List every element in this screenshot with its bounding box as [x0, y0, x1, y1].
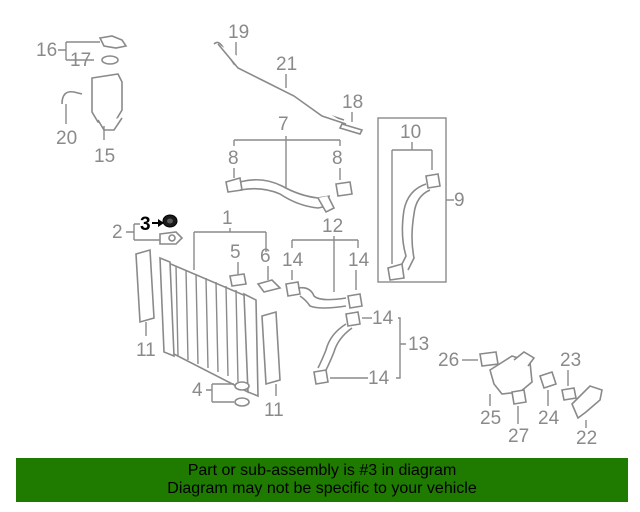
leader-10 — [391, 142, 433, 264]
leader-12 — [291, 236, 359, 292]
radiator-fins — [175, 265, 239, 383]
part-3-hole — [167, 218, 173, 224]
hose-12-part — [297, 286, 347, 301]
thermostat-24 — [538, 370, 558, 390]
hose-13-part — [317, 323, 347, 369]
hose-7-part — [239, 178, 331, 199]
callout-14d: 14 — [368, 368, 390, 389]
reservoir-tank-part — [91, 73, 123, 123]
callout-25: 25 — [480, 408, 501, 429]
radiator-tank-right — [243, 292, 259, 398]
leader-3-arrow — [158, 219, 164, 227]
callout-8a: 8 — [228, 148, 239, 169]
part-6 — [256, 279, 282, 293]
hose-7-edge — [239, 187, 329, 209]
callout-14c: 14 — [372, 308, 394, 329]
footer-banner: Part or sub-assembly is #3 in diagram Di… — [16, 458, 628, 502]
bracket-2-hole — [168, 234, 176, 242]
leader-16 — [58, 41, 100, 61]
gasket-26 — [479, 351, 499, 367]
callout-22: 22 — [576, 428, 597, 449]
callout-14a: 14 — [282, 250, 304, 271]
leader-2 — [126, 223, 160, 241]
shroud-11-left — [135, 248, 155, 324]
hose-7-end — [317, 195, 336, 214]
hose-10-edge — [407, 189, 431, 271]
callout-21: 21 — [276, 54, 297, 75]
callout-7: 7 — [278, 114, 289, 135]
reservoir-bracket-part — [97, 117, 123, 131]
callout-23: 23 — [560, 350, 581, 371]
outlet-22 — [571, 385, 603, 420]
housing-25 — [489, 355, 533, 395]
clamp-8b-part — [335, 181, 353, 197]
clamp-10-bottom — [387, 262, 405, 281]
callout-19: 19 — [228, 22, 249, 43]
leader-13 — [396, 317, 406, 379]
callout-12: 12 — [322, 216, 343, 237]
bushing-4b — [234, 397, 250, 407]
callout-4: 4 — [192, 380, 203, 401]
radiator-tank-left — [159, 256, 175, 358]
gasket-23 — [561, 387, 577, 401]
clamp-8a-part — [225, 176, 243, 193]
footer-line-1: Part or sub-assembly is #3 in diagram — [187, 462, 457, 479]
callout-11b: 11 — [264, 400, 284, 421]
callout-8b: 8 — [332, 148, 343, 169]
callout-24: 24 — [538, 408, 560, 429]
bushing-4a — [234, 381, 250, 391]
callout-16: 16 — [36, 40, 57, 61]
callout-2: 2 — [112, 222, 123, 243]
clamp-14a — [285, 281, 301, 297]
callout-14b: 14 — [348, 250, 370, 271]
part-5 — [229, 273, 247, 287]
clamp-14d — [313, 369, 329, 385]
footer-line-2: Diagram may not be specific to your vehi… — [167, 480, 477, 497]
clamp-14b — [347, 293, 363, 309]
leader-7 — [233, 136, 341, 188]
callout-6: 6 — [260, 246, 271, 267]
callout-11a: 11 — [136, 340, 156, 361]
callout-18: 18 — [342, 92, 363, 113]
cap-seal-part — [101, 55, 119, 65]
callout-27: 27 — [508, 426, 529, 447]
callout-13: 13 — [408, 334, 429, 355]
clamp-10-top — [425, 173, 441, 189]
callout-26: 26 — [438, 350, 459, 371]
parts-diagram: 16 17 20 15 19 21 18 7 8 8 10 9 2 3 1 — [36, 22, 603, 449]
callout-10: 10 — [400, 122, 421, 143]
hose-13-edge — [325, 327, 353, 371]
callout-9: 9 — [454, 190, 465, 211]
reservoir-cap-part — [98, 35, 128, 49]
clamp-14c — [345, 311, 361, 327]
shroud-11-right — [261, 310, 281, 386]
hose-21-edge — [217, 43, 347, 125]
reservoir-hose-part — [61, 90, 83, 105]
callout-3: 3 — [140, 214, 151, 235]
callout-20: 20 — [56, 128, 77, 149]
callout-5: 5 — [230, 242, 241, 263]
callout-15: 15 — [94, 146, 115, 167]
leader-4 — [206, 383, 234, 403]
hose-12-edge — [299, 295, 347, 309]
clip-18-part — [338, 123, 364, 135]
sensor-27 — [511, 389, 527, 405]
leader-1 — [193, 228, 267, 270]
callout-1: 1 — [222, 208, 233, 229]
callout-17: 17 — [70, 50, 91, 71]
housing-25-neck — [513, 351, 536, 367]
